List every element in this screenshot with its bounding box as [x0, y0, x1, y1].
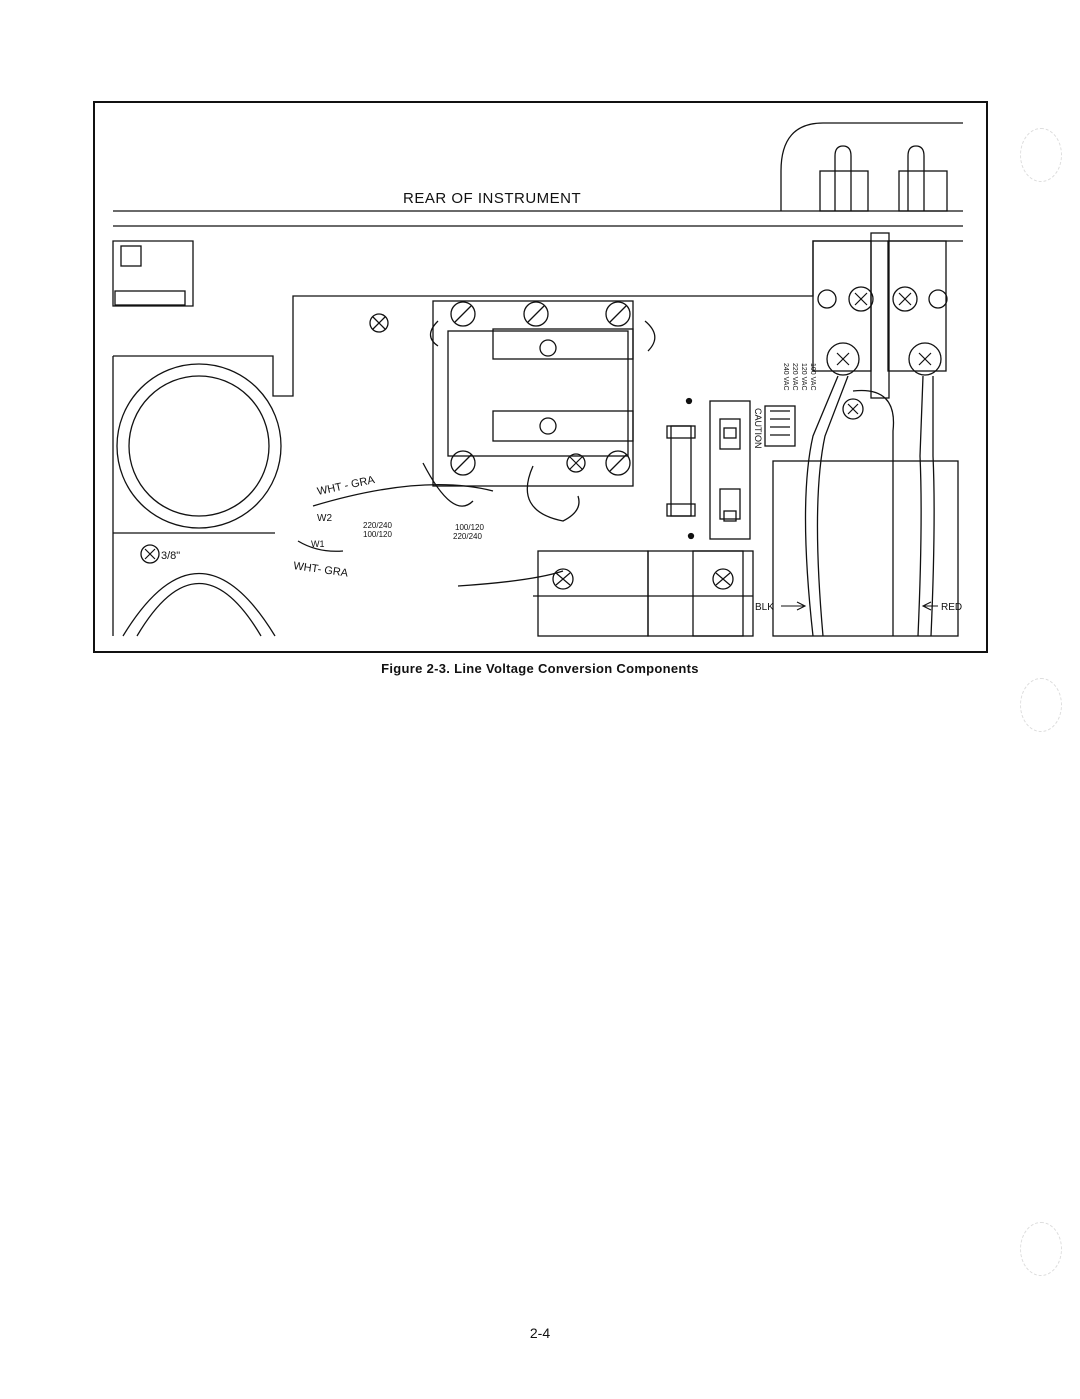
blk-arrow: [781, 601, 807, 611]
ring-lug-center: [842, 398, 864, 420]
selector-knob-bottom: [723, 510, 737, 522]
lead-right-red: [917, 375, 924, 637]
relay-screw-3: [605, 301, 631, 327]
rear-of-instrument-heading: REAR OF INSTRUMENT: [403, 190, 581, 207]
diagram-border: [93, 101, 988, 653]
fuse-cap-bottom: [666, 503, 696, 517]
left-voltage-top-label: 220/240: [363, 521, 392, 530]
vac-240-label: 240 VAC: [782, 363, 789, 391]
w1-label: W1: [311, 539, 325, 549]
ring-lug-left: [826, 342, 860, 376]
ring-lug-right: [908, 342, 942, 376]
voltage-selector: [709, 400, 751, 540]
page-number: 2-4: [529, 1325, 551, 1341]
screw-3-8: [140, 544, 160, 564]
punch-hole: [1020, 678, 1062, 732]
wire-w2: [312, 483, 494, 507]
right-voltage-top-label: 100/120: [455, 523, 484, 532]
fuse-dot-bottom: [687, 532, 695, 540]
vac-220-label: 220 VAC: [791, 363, 798, 391]
transformer-screw-right: [712, 568, 734, 590]
wire-w1: [297, 540, 344, 552]
right-voltage-bottom-label: 220/240: [453, 532, 482, 541]
mounting-screw: [369, 313, 389, 333]
relay-screw-1: [450, 301, 476, 327]
relay-hole-bottom: [539, 417, 557, 435]
wht-gra-bottom-label: WHT- GRA: [293, 560, 350, 580]
connector-housing: [780, 122, 963, 211]
capacitor-top-inner: [128, 375, 270, 517]
figure-title: Line Voltage Conversion Components: [454, 661, 699, 676]
relay-top-bar: [492, 328, 634, 360]
left-voltage-bottom-label: 100/120: [363, 530, 392, 539]
connector-block-left: [819, 170, 869, 212]
transformer-center: [647, 550, 744, 637]
capacitor-bottom-inner: [136, 583, 262, 637]
transformer-left: [537, 550, 649, 637]
terminal-bar: [870, 232, 890, 399]
relay-screw-4: [450, 450, 476, 476]
terminal-screw-3: [892, 286, 918, 312]
connector-block-right: [898, 170, 948, 212]
terminal-screw-2: [848, 286, 874, 312]
relay-screw-6: [605, 450, 631, 476]
vac-100-label: 100 VAC: [809, 363, 816, 391]
wire-bottom: [457, 570, 564, 587]
relay-hook-left: [429, 320, 439, 347]
relay-coil: [447, 330, 629, 457]
line-voltage-diagram: REAR OF INSTRUMENT WHT - GRA W2 220/240 …: [93, 101, 988, 653]
punch-hole: [1020, 128, 1062, 182]
terminal-screw-4: [928, 289, 948, 309]
selector-slot-bottom: [719, 488, 741, 520]
voltage-bars-box: [764, 405, 796, 447]
relay-hook-right: [644, 320, 656, 352]
screw-cross: [372, 316, 386, 330]
bracket-tab: [114, 290, 186, 306]
vac-120-label: 120 VAC: [800, 363, 807, 391]
selector-knob-top: [723, 427, 737, 439]
capacitor-top: [116, 363, 282, 529]
caution-label: CAUTION: [753, 408, 763, 449]
lead-left-black: [804, 375, 839, 637]
lead-right-inner: [930, 376, 935, 637]
figure-caption: Figure 2-3. Line Voltage Conversion Comp…: [0, 661, 1080, 676]
left-bracket: [112, 240, 194, 307]
figure-number: Figure 2-3.: [381, 661, 451, 676]
transformer-screw-left: [552, 568, 574, 590]
punch-hole: [1020, 1222, 1062, 1276]
red-label: RED: [941, 602, 962, 613]
voltage-bars: [770, 410, 790, 436]
fuse-dot-top: [685, 397, 693, 405]
fuse-cap-top: [666, 425, 696, 439]
wire-w2-arc: [422, 462, 474, 507]
lead-left-inner: [816, 375, 849, 637]
relay-screw-2: [523, 301, 549, 327]
red-arrow: [921, 601, 938, 611]
wire-relay-lead: [526, 465, 580, 522]
relay-body: [432, 300, 634, 487]
terminal-post-right: [887, 240, 947, 372]
terminal-screw-1: [817, 289, 837, 309]
selector-slot-top: [719, 418, 741, 450]
blk-label: BLK: [755, 602, 774, 613]
relay-screw-5: [566, 453, 586, 473]
bracket-knob: [120, 245, 142, 267]
w2-label: W2: [317, 513, 332, 524]
connector-pin-right: [907, 145, 925, 211]
connector-pin-left: [834, 145, 852, 211]
transformer-right: [692, 550, 754, 637]
relay-hole-top: [539, 339, 557, 357]
screw-size-label: 3/8": [161, 550, 180, 562]
capacitor-bottom: [122, 572, 276, 637]
chassis-curve: [852, 389, 895, 636]
relay-bottom-bar: [492, 410, 634, 442]
relay-screw-slots: [454, 305, 627, 472]
wht-gra-top-label: WHT - GRA: [316, 474, 376, 498]
fuse-holder: [670, 425, 692, 517]
chassis-strap: [772, 460, 959, 637]
